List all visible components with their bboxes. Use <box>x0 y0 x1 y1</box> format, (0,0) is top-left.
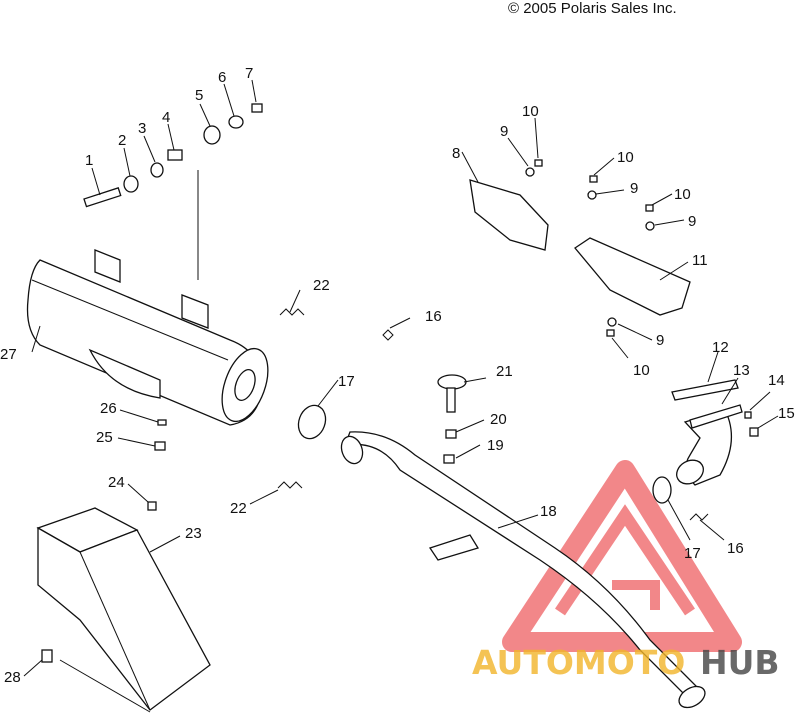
callout-26: 26 <box>100 400 117 417</box>
callout-27: 27 <box>0 346 17 363</box>
muffler <box>26 249 269 426</box>
callout-11: 11 <box>692 252 708 269</box>
callout-16-a: 16 <box>425 308 442 325</box>
mounting-bracket-right <box>574 237 691 316</box>
automotohub-watermark: AUTOMOTO HUB <box>472 643 780 682</box>
callout-18: 18 <box>540 503 557 520</box>
callout-5: 5 <box>195 87 203 104</box>
callout-24: 24 <box>108 474 125 491</box>
callout-28: 28 <box>4 669 21 686</box>
gasket <box>671 379 739 401</box>
callout-10-d: 10 <box>633 362 650 379</box>
leader-lines <box>23 79 779 713</box>
exhaust-elbow <box>676 404 743 486</box>
callout-23: 23 <box>185 525 202 542</box>
callout-1: 1 <box>85 152 93 169</box>
callout-25: 25 <box>96 429 113 446</box>
watermark-text-automoto: AUTOMOTO <box>472 643 685 682</box>
copyright-notice: © 2005 Polaris Sales Inc. <box>508 0 677 17</box>
callout-12: 12 <box>712 339 729 356</box>
callout-20: 20 <box>490 411 507 428</box>
callout-16-b: 16 <box>727 540 744 557</box>
callout-14: 14 <box>768 372 785 389</box>
hardware-fasteners <box>41 103 759 663</box>
callout-22-a: 22 <box>313 277 330 294</box>
callout-3: 3 <box>138 120 146 137</box>
callout-9-b: 9 <box>630 180 638 197</box>
callout-2: 2 <box>118 132 126 149</box>
heat-shield <box>36 507 211 711</box>
callout-labels: 1 2 3 4 5 6 7 8 9 9 9 9 10 10 10 10 11 1… <box>0 65 795 686</box>
seal-rings <box>297 404 672 504</box>
callout-9-a: 9 <box>500 123 508 140</box>
callout-10-b: 10 <box>617 149 634 166</box>
watermark-text-hub: HUB <box>700 643 780 682</box>
callout-13: 13 <box>733 362 750 379</box>
callout-6: 6 <box>218 69 226 86</box>
exhaust-pipe <box>340 431 706 709</box>
callout-17-b: 17 <box>684 545 701 562</box>
callout-7: 7 <box>245 65 253 82</box>
callout-10-c: 10 <box>674 186 691 203</box>
callout-19: 19 <box>487 437 504 454</box>
callout-4: 4 <box>162 109 170 126</box>
callout-21: 21 <box>496 363 513 380</box>
callout-10-a: 10 <box>522 103 539 120</box>
callout-17-a: 17 <box>338 373 355 390</box>
mounting-bracket-left <box>469 179 549 251</box>
springs <box>277 308 709 521</box>
callout-9-d: 9 <box>656 332 664 349</box>
callout-9-c: 9 <box>688 213 696 230</box>
callout-22-b: 22 <box>230 500 247 517</box>
callout-15: 15 <box>778 405 795 422</box>
callout-8: 8 <box>452 145 460 162</box>
